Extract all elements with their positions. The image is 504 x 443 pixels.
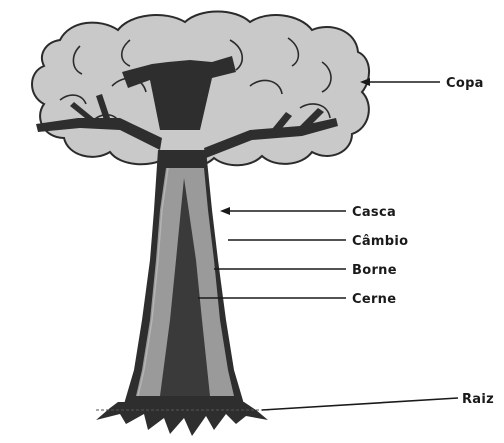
label-cerne: Cerne [352, 292, 396, 307]
label-raiz: Raiz [462, 392, 494, 407]
casca-arrowhead [220, 207, 230, 215]
label-borne: Borne [352, 263, 397, 278]
raiz-leader-line [262, 398, 458, 410]
label-casca: Casca [352, 205, 396, 220]
roots [96, 402, 268, 436]
label-cambio: Câmbio [352, 234, 408, 249]
label-copa: Copa [446, 76, 484, 91]
